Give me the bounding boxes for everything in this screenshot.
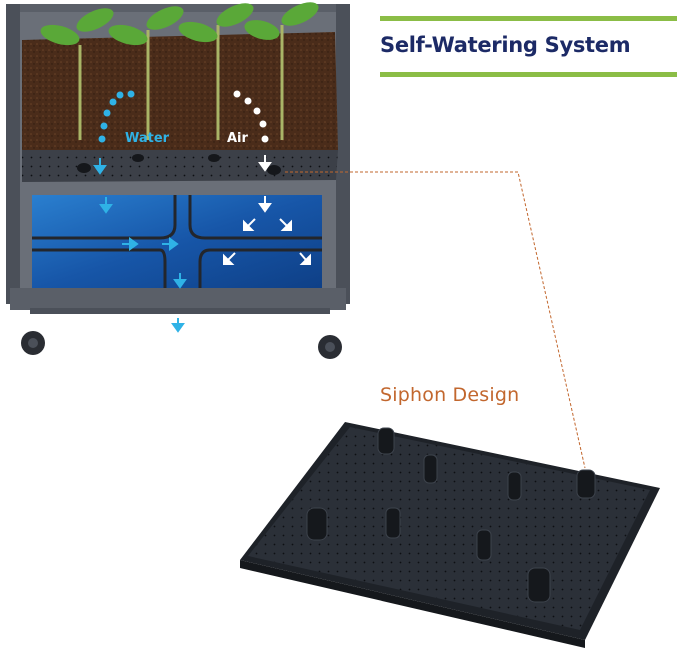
right-arrow-icon: [122, 237, 179, 251]
air-label: Air: [227, 131, 248, 146]
planter-base: [10, 288, 346, 314]
air-flow-dots: [233, 90, 269, 143]
siphon-tray: [240, 422, 660, 648]
caster-wheel-icon: [21, 331, 342, 359]
siphon-design-label: Siphon Design: [380, 384, 520, 406]
page-title: Self-Watering System: [380, 33, 631, 57]
soil-layer: [22, 32, 338, 150]
water-reservoir: [32, 195, 322, 290]
down-arrow-icon: [93, 158, 187, 333]
water-flow-dots: [98, 90, 135, 143]
callout-leader-line: [285, 171, 586, 469]
diagonal-arrow-icon: [223, 155, 311, 265]
water-label: Water: [125, 131, 170, 146]
perforated-tray: [22, 150, 338, 182]
top-accent-bar: [380, 16, 677, 21]
bottom-accent-bar: [380, 72, 677, 77]
plant-sprout-icon: [40, 2, 319, 140]
